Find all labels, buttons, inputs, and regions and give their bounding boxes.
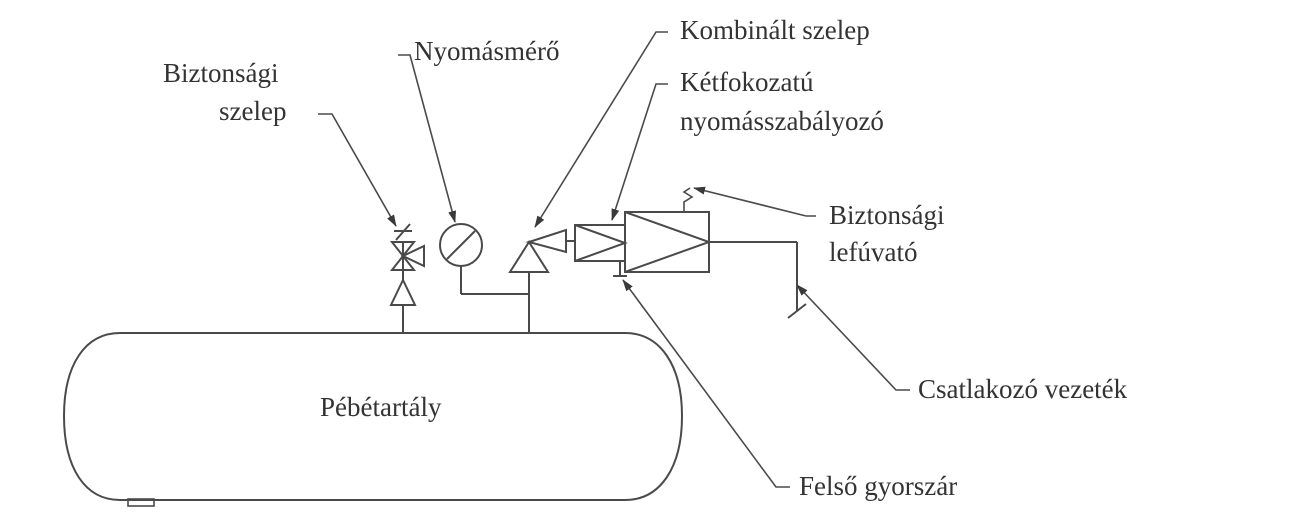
label-relief-line1: Biztonsági bbox=[829, 200, 945, 230]
label-regulator-line1: Kétfokozatú bbox=[680, 67, 814, 97]
connecting-pipe-symbol bbox=[709, 241, 807, 319]
leader-connecting-pipe bbox=[796, 284, 910, 391]
regulator-symbol bbox=[574, 211, 712, 277]
label-top-quick-shutoff: Felső gyorszár bbox=[799, 471, 957, 501]
combined-valve-symbol bbox=[508, 228, 575, 333]
leader-combined-valve bbox=[534, 31, 668, 228]
label-tank: Pébétartály bbox=[320, 392, 442, 422]
label-safety-valve-line1: Biztonsági bbox=[163, 58, 279, 88]
leader-pressure-gauge bbox=[398, 54, 457, 223]
tank-body bbox=[62, 332, 684, 501]
leader-safety-valve bbox=[318, 113, 397, 227]
pressure-gauge-symbol bbox=[439, 223, 529, 295]
label-pressure-gauge: Nyomásmérő bbox=[414, 36, 559, 66]
label-regulator-line2: nyomásszabályozó bbox=[680, 106, 884, 136]
leader-relief bbox=[693, 186, 816, 217]
safety-valve-symbol bbox=[389, 223, 425, 333]
leader-regulator bbox=[611, 83, 668, 221]
label-safety-valve-line2: szelep bbox=[219, 96, 286, 126]
label-connecting-pipe: Csatlakozó vezeték bbox=[918, 374, 1128, 404]
label-combined-valve: Kombinált szelep bbox=[680, 15, 870, 45]
leader-top-quick-shutoff bbox=[622, 279, 790, 488]
label-relief-line2: lefúvató bbox=[829, 237, 917, 267]
tank-bottom-fitting bbox=[127, 498, 155, 507]
relief-outlet-symbol bbox=[682, 187, 694, 212]
